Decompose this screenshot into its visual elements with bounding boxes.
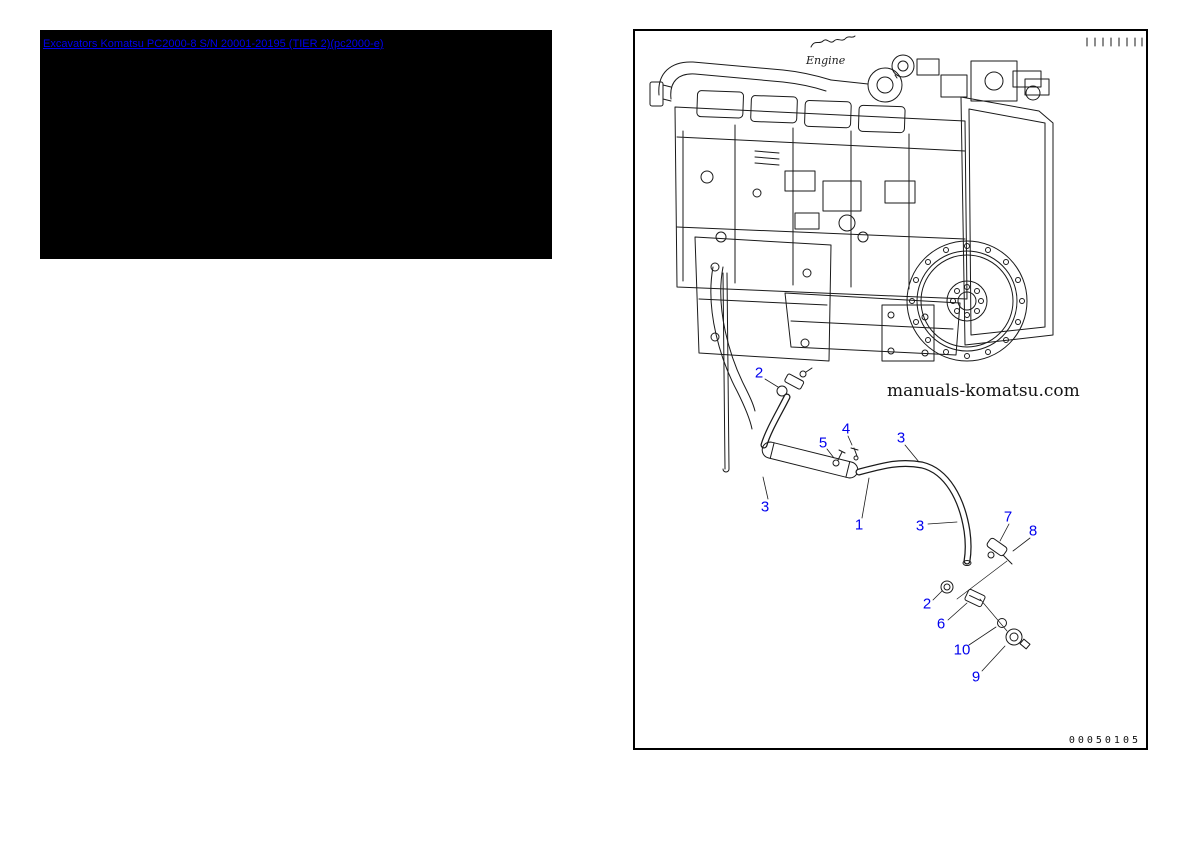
engine-block	[674, 106, 968, 300]
hose-sleeve	[761, 441, 859, 479]
flywheel-housing	[960, 70, 1054, 346]
callout-3-left[interactable]: 3	[760, 498, 770, 516]
flywheel	[906, 240, 1028, 362]
callout-2-lower[interactable]: 2	[922, 595, 932, 613]
callout-3-right[interactable]: 3	[915, 517, 925, 535]
turbocharger	[830, 54, 940, 103]
header-banner: Excavators Komatsu PC2000-8 S/N 20001-20…	[40, 30, 552, 259]
accessory-boxes	[940, 60, 1050, 102]
parts-diagram-panel: Engine manuals-komatsu.com 00050105 2 5 …	[633, 29, 1148, 750]
registration-ticks	[1086, 37, 1143, 47]
callout-8[interactable]: 8	[1028, 522, 1038, 540]
hose-assembly	[760, 393, 972, 566]
bolt-part-4	[850, 447, 859, 461]
washer-part-10	[997, 618, 1007, 628]
hose-fitting-upper	[776, 367, 813, 397]
callout-6[interactable]: 6	[936, 615, 946, 633]
breadcrumb-link[interactable]: Excavators Komatsu PC2000-8 S/N 20001-20…	[43, 38, 384, 50]
ring-part-2	[940, 580, 954, 594]
clamp-part-6	[964, 588, 986, 608]
rocker-covers	[696, 90, 906, 134]
callout-2-upper[interactable]: 2	[754, 364, 764, 382]
callout-4[interactable]: 4	[841, 420, 851, 438]
front-plate	[694, 236, 832, 362]
bolt-part-5	[832, 449, 846, 467]
callout-3-top[interactable]: 3	[896, 429, 906, 447]
callout-9[interactable]: 9	[971, 668, 981, 686]
callout-5[interactable]: 5	[818, 434, 828, 452]
assembly-axis-line	[956, 560, 1008, 632]
watermark-text: manuals-komatsu.com	[887, 381, 1080, 401]
figure-code: 00050105	[1068, 735, 1141, 746]
exhaust-pipe	[649, 61, 832, 107]
leader-lines	[762, 378, 1031, 672]
engine-logo-script	[810, 35, 856, 48]
hanging-bracket	[710, 266, 756, 473]
engine-label: Engine	[806, 54, 846, 67]
callout-10[interactable]: 10	[953, 641, 971, 659]
plug-part-9	[1005, 628, 1031, 650]
clamp-part-7-8	[986, 537, 1013, 565]
callout-1[interactable]: 1	[854, 516, 864, 534]
engine-diagram-drawing	[649, 35, 1143, 672]
callout-7[interactable]: 7	[1003, 508, 1013, 526]
oil-pan	[784, 292, 961, 356]
